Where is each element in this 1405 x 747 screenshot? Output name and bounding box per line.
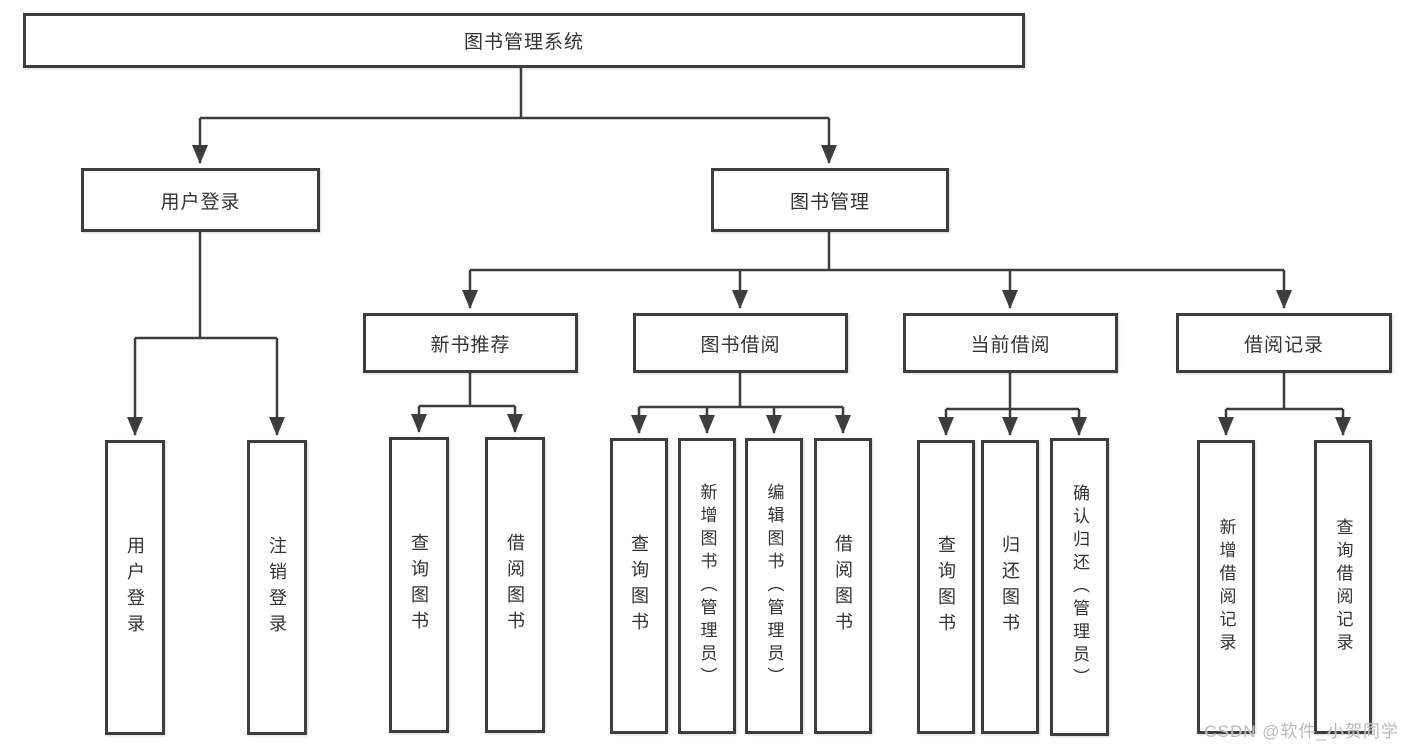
leaf-user-login: 用户登录 (105, 440, 165, 735)
node-current-borrow: 当前借阅 (903, 313, 1118, 373)
leaf-add-book-admin: 新增图书（管理员） (678, 438, 736, 734)
node-root-system: 图书管理系统 (23, 13, 1025, 68)
node-book-borrow: 图书借阅 (633, 313, 848, 373)
leaf-query-borrow-record: 查询借阅记录 (1314, 440, 1372, 734)
leaf-borrow-books-recommend: 借阅图书 (485, 437, 545, 733)
leaf-logout: 注销登录 (247, 440, 307, 735)
leaf-add-borrow-record: 新增借阅记录 (1197, 440, 1255, 734)
node-new-book-recommend: 新书推荐 (363, 313, 578, 373)
leaf-confirm-return-admin: 确认归还（管理员） (1050, 438, 1109, 736)
node-borrow-records: 借阅记录 (1176, 313, 1392, 373)
leaf-query-books-borrow: 查询图书 (610, 438, 668, 734)
node-user-login: 用户登录 (81, 168, 320, 232)
leaf-query-books-current: 查询图书 (917, 440, 975, 734)
leaf-return-books: 归还图书 (981, 440, 1039, 734)
leaf-edit-book-admin: 编辑图书（管理员） (745, 438, 803, 734)
leaf-query-books-recommend: 查询图书 (389, 437, 449, 733)
leaf-borrow-books: 借阅图书 (814, 438, 872, 734)
node-book-management: 图书管理 (711, 168, 949, 232)
csdn-watermark: CSDN @软件_小贺同学 (1204, 722, 1399, 741)
